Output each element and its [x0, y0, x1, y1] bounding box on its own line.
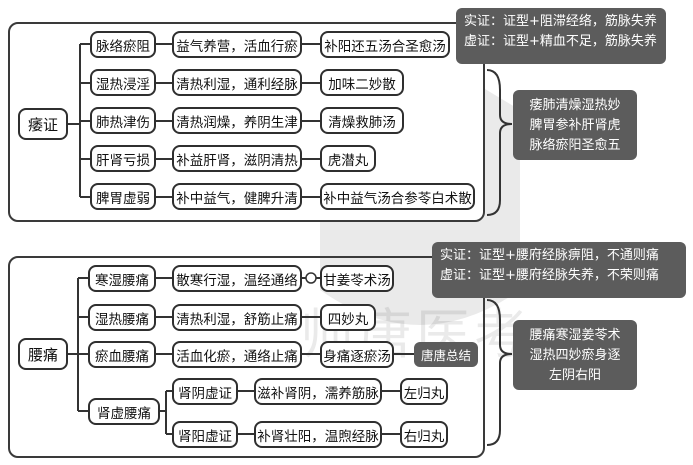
formula-node: 清燥救肺汤	[320, 107, 404, 134]
formula-node: 补阳还五汤合圣愈汤	[320, 31, 450, 58]
panel-yao-tong	[8, 256, 485, 458]
subtype-node: 肾阳虚证	[172, 421, 238, 448]
mnemonic-line: 湿热四妙瘀身逐	[529, 348, 621, 363]
note-line: 虚证：证型+腰府经脉失养，不荣则痛	[440, 268, 659, 283]
type-node: 肝肾亏损	[90, 145, 156, 172]
note-line: 实证：证型+腰府经脉痹阻，不通则痛	[440, 248, 659, 263]
formula-node: 甘姜苓术汤	[320, 265, 394, 292]
note-line: 实证：证型+阻滞经络，筋脉失养	[464, 14, 657, 29]
method-node: 益气养营，活血行瘀	[172, 31, 302, 58]
mnemonic-line: 腰痛寒湿姜苓术	[529, 328, 621, 343]
type-node: 寒湿腰痛	[88, 265, 156, 292]
formula-node: 虎潜丸	[320, 145, 376, 172]
method-node: 活血化瘀，通络止痛	[172, 341, 302, 368]
formula-node: 加味二妙散	[320, 69, 404, 96]
formula-node: 身痛逐瘀汤	[320, 341, 394, 368]
method-node: 清热利湿，通利经脉	[172, 69, 302, 96]
type-node: 脾胃虚弱	[90, 183, 156, 210]
mnemonic-box: 腰痛寒湿姜苓术 湿热四妙瘀身逐 左阴右阳	[513, 320, 637, 390]
note-line: 虚证：证型+精血不足，筋脉失养	[464, 34, 657, 49]
method-node: 清热润燥，养阴生津	[172, 107, 302, 134]
type-node: 肺热津伤	[90, 107, 156, 134]
type-node: 脉络瘀阻	[90, 31, 156, 58]
syndrome-note: 实证：证型+腰府经脉痹阻，不通则痛 虚证：证型+腰府经脉失养，不荣则痛	[432, 242, 686, 298]
root-wei-zheng: 痿证	[18, 108, 68, 140]
mnemonic-line: 脾胃参补肝肾虎	[529, 118, 621, 133]
formula-node: 四妙丸	[320, 304, 376, 331]
type-node: 瘀血腰痛	[88, 341, 156, 368]
mnemonic-box: 痿肺清燥湿热妙 脾胃参补肝肾虎 脉络瘀阳圣愈五	[513, 90, 637, 160]
method-node: 补益肝肾，滋阴清热	[172, 145, 302, 172]
type-node: 湿热浸淫	[90, 69, 156, 96]
mnemonic-line: 左阴右阳	[548, 368, 601, 383]
method-node: 补中益气，健脾升清	[172, 183, 302, 210]
syndrome-note: 实证：证型+阻滞经络，筋脉失养 虚证：证型+精血不足，筋脉失养	[456, 8, 666, 64]
formula-node: 左归丸	[400, 378, 448, 405]
mnemonic-line: 痿肺清燥湿热妙	[529, 98, 621, 113]
root-yao-tong: 腰痛	[18, 338, 68, 370]
formula-node: 右归丸	[400, 421, 448, 448]
type-node-kidney: 肾虚腰痛	[88, 398, 160, 425]
method-node: 清热利湿，舒筋止痛	[172, 304, 302, 331]
method-node: 散寒行湿，温经通络	[172, 265, 302, 292]
mnemonic-line: 脉络瘀阳圣愈五	[529, 138, 621, 153]
method-node: 滋补肾阴，濡养筋脉	[254, 378, 382, 405]
summary-tag: 唐唐总结	[414, 342, 478, 367]
method-node: 补肾壮阳，温煦经脉	[254, 421, 382, 448]
type-node: 湿热腰痛	[88, 304, 156, 331]
subtype-node: 肾阴虚证	[172, 378, 238, 405]
formula-node: 补中益气汤合参苓白术散	[320, 183, 475, 210]
